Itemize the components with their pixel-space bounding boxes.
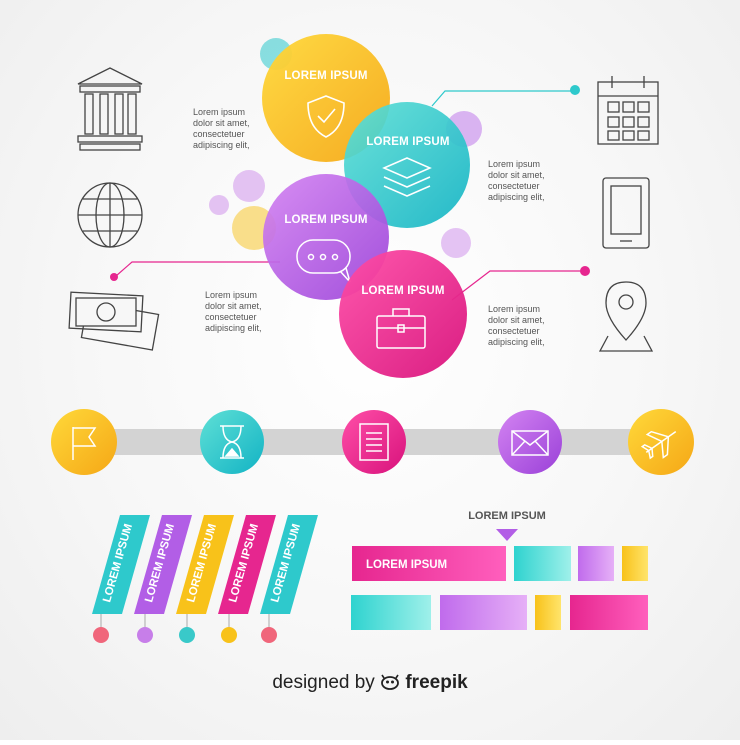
bar-block-teal [351, 595, 431, 630]
text-block-bottom-left: Lorem ipsum dolor sit amet, consectetuer… [205, 290, 262, 333]
bubble-title: LOREM IPSUM [366, 136, 449, 148]
briefcase-icon [376, 308, 426, 349]
marker-dot [261, 627, 277, 643]
bubble-title: LOREM IPSUM [284, 214, 367, 226]
text-line: Lorem ipsum [488, 159, 540, 169]
layers-icon [382, 157, 432, 197]
marker-dot [179, 627, 195, 643]
flag-icon [72, 427, 97, 460]
text-line: adipiscing elit, [488, 192, 545, 202]
decor-dot [233, 170, 265, 202]
text-line: adipiscing elit, [488, 337, 545, 347]
bubble-magenta: LOREM IPSUM [339, 250, 467, 378]
text-line: consectetuer [205, 312, 257, 322]
connector-line [115, 261, 280, 277]
globe-icon [77, 182, 143, 248]
text-block-bottom-right: Lorem ipsum dolor sit amet, consectetuer… [488, 304, 545, 347]
connector-dot [110, 273, 118, 281]
connector-dot [570, 85, 580, 95]
text-line: dolor sit amet, [205, 301, 262, 311]
footer-brand[interactable]: freepik [405, 672, 468, 693]
text-line: Lorem ipsum [205, 290, 257, 300]
timeline-step-document [342, 410, 406, 474]
bar-block-magenta [352, 546, 506, 581]
text-line: Lorem ipsum [488, 304, 540, 314]
footer-prefix: designed by [272, 672, 375, 693]
bubble-teal: LOREM IPSUM [344, 102, 470, 228]
text-line: consectetuer [488, 326, 540, 336]
text-line: dolor sit amet, [193, 118, 250, 128]
text-block-top-left: Lorem ipsum dolor sit amet, consectetuer… [193, 107, 250, 150]
bar-chart-blocks: LOREM IPSUM [351, 546, 648, 630]
pointer-label: LOREM IPSUM [468, 510, 546, 522]
bar-block-magenta [570, 595, 648, 630]
connector-line [431, 90, 573, 107]
text-block-top-right: Lorem ipsum dolor sit amet, consectetuer… [488, 159, 545, 202]
airplane-icon [640, 430, 677, 460]
hourglass-icon [220, 425, 244, 459]
freepik-logo-icon [380, 674, 400, 690]
text-line: adipiscing elit, [193, 140, 250, 150]
bar-block-purple [578, 546, 614, 581]
marker-dot [221, 627, 237, 643]
document-icon [359, 423, 389, 461]
calendar-icon [597, 76, 659, 145]
timeline-step-airplane [628, 409, 694, 475]
text-line: consectetuer [193, 129, 245, 139]
text-line: dolor sit amet, [488, 170, 545, 180]
connector-line [451, 270, 582, 301]
shield-check-icon [307, 95, 345, 138]
bank-icon [77, 67, 143, 151]
text-line: consectetuer [488, 181, 540, 191]
decor-dot [209, 195, 229, 215]
timeline-step-hourglass [200, 410, 264, 474]
bar-block-teal [514, 546, 571, 581]
smartphone-icon [602, 177, 650, 249]
slanted-label-1: LOREM IPSUM [92, 515, 150, 643]
bar-block-yellow [535, 595, 561, 630]
location-pin-icon [598, 281, 654, 352]
text-line: dolor sit amet, [488, 315, 545, 325]
slanted-label-3: LOREM IPSUM [176, 515, 234, 643]
timeline-step-envelope [498, 410, 562, 474]
bubble-title: LOREM IPSUM [361, 285, 444, 297]
text-line: Lorem ipsum [193, 107, 245, 117]
marker-dot [93, 627, 109, 643]
bar-block-yellow [622, 546, 648, 581]
pointer-triangle [496, 529, 518, 541]
marker-dot [137, 627, 153, 643]
envelope-icon [511, 430, 549, 456]
text-line: adipiscing elit, [205, 323, 262, 333]
timeline-step-flag [51, 409, 117, 475]
decor-dot [441, 228, 471, 258]
bubble-title: LOREM IPSUM [284, 70, 367, 82]
money-icon [68, 291, 160, 351]
connector-dot [580, 266, 590, 276]
bar-block-purple [440, 595, 527, 630]
bar-label: LOREM IPSUM [366, 559, 447, 571]
footer-credit: designed by freepik [0, 672, 740, 694]
